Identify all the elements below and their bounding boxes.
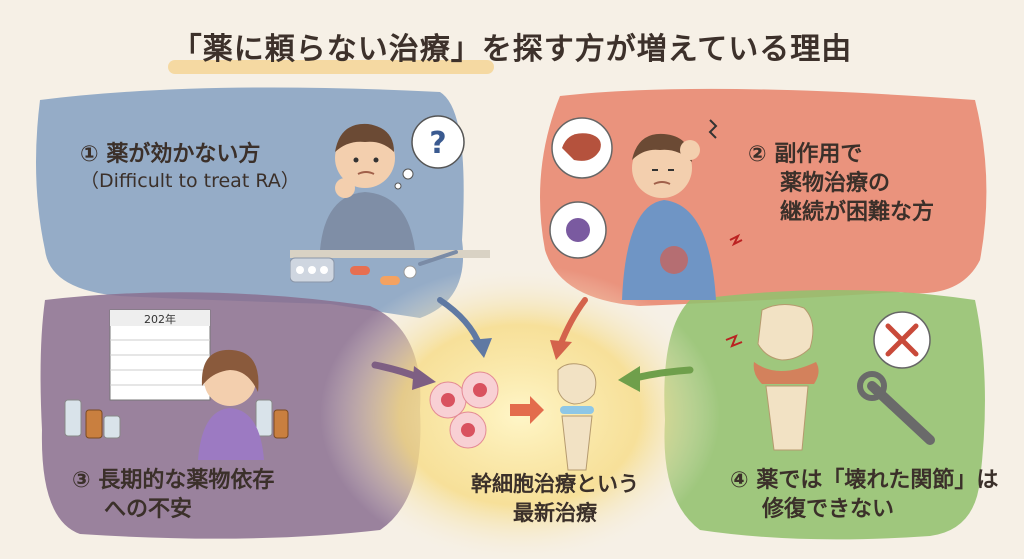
panel-1-line1: 薬が効かない方: [106, 142, 261, 167]
panel-4-caption: ④ 薬では「壊れた関節」は 修復できない: [730, 466, 998, 524]
page-title: 「薬に頼らない治療」を探す方が増えている理由: [171, 32, 853, 67]
panel-2-line1: 副作用で: [774, 142, 863, 167]
healthy-knee-icon: [557, 363, 597, 471]
panel-2-line2: 薬物治療の: [780, 171, 891, 197]
arrow-from-purple-head: [412, 366, 436, 390]
panel-2-line3: 継続が困難な方: [780, 200, 935, 226]
virus-icon: [566, 218, 590, 242]
broken-knee-illustration: [725, 304, 935, 451]
damaged-knee-icon: [753, 304, 819, 451]
stem-cell-icon: [429, 371, 499, 449]
panel-1-number: ①: [80, 142, 99, 167]
syringe-icon: [418, 250, 458, 266]
panel-1-caption: ① 薬が効かない方 （Difficult to treat RA）: [80, 140, 300, 194]
question-mark-icon: ?: [429, 126, 446, 161]
center-line1: 幹細胞治療という: [471, 472, 639, 496]
panel-3-line1: 長期的な薬物依存: [98, 468, 275, 493]
panel-3-number: ③: [72, 468, 91, 493]
panel-4-line1: 薬では「壊れた関節」は: [756, 468, 999, 493]
panel-3-caption: ③ 長期的な薬物依存 への不安: [72, 466, 274, 524]
sick-man-illustration: [549, 117, 743, 300]
panel-1-line2: （Difficult to treat RA）: [80, 170, 300, 193]
panel-4-number: ④: [730, 468, 749, 493]
pills-illustration: [290, 250, 458, 285]
panel-4-line2: 修復できない: [762, 497, 895, 523]
arrow-from-blue-head: [470, 338, 492, 358]
thinking-man-illustration: ?: [290, 115, 490, 258]
calendar-and-woman-illustration: 202年: [64, 309, 289, 460]
panel-3-line2: への不安: [104, 497, 193, 523]
broken-tools-icon: [885, 323, 919, 357]
arrow-right-icon: [510, 396, 544, 424]
center-caption: 幹細胞治療という 最新治療: [440, 470, 670, 528]
stem-cell-illustration: [429, 363, 597, 471]
panel-2-number: ②: [748, 142, 767, 167]
calendar-icon: 202年: [109, 309, 211, 401]
title-highlight: [168, 60, 494, 74]
arrow-from-red-head: [550, 340, 572, 360]
arrow-from-green-head: [618, 366, 640, 392]
liver-icon: [562, 133, 601, 161]
center-line2: 最新治療: [513, 500, 597, 525]
panel-2-caption: ② 副作用で 薬物治療の 継続が困難な方: [748, 140, 934, 227]
calendar-year: 202年: [144, 312, 176, 326]
